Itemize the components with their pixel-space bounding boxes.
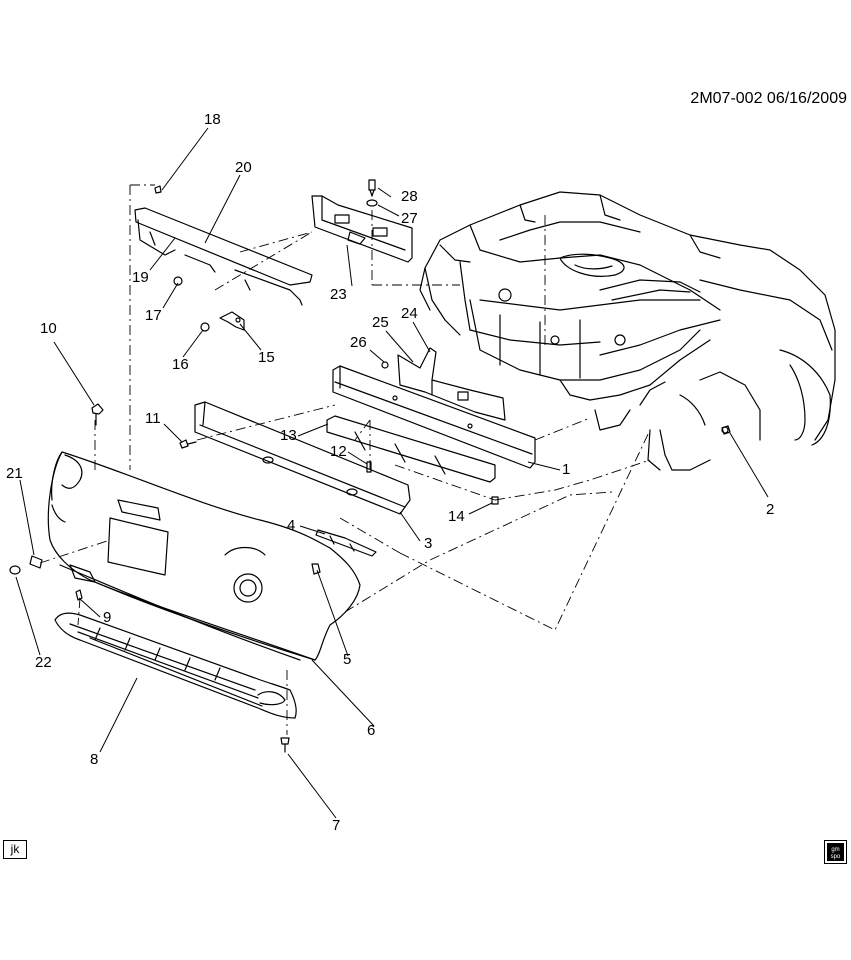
callout-20: 20 bbox=[235, 159, 252, 176]
lower-grille bbox=[54, 612, 297, 719]
callout-1: 1 bbox=[562, 461, 570, 478]
callout-6: 6 bbox=[367, 722, 375, 739]
callout-19: 19 bbox=[132, 269, 149, 286]
vehicle-rear-body bbox=[419, 191, 836, 471]
callout-13: 13 bbox=[280, 427, 297, 444]
callout-8: 8 bbox=[90, 751, 98, 768]
callout-labels: 1 2 3 4 5 6 7 8 9 10 11 12 13 14 15 16 1… bbox=[6, 111, 774, 834]
callout-18: 18 bbox=[204, 111, 221, 128]
callout-25: 25 bbox=[372, 314, 389, 331]
callout-3: 3 bbox=[424, 535, 432, 552]
callout-16: 16 bbox=[172, 356, 189, 373]
alignment-lines bbox=[39, 184, 651, 735]
leader-lines bbox=[15, 127, 769, 819]
energy-absorber bbox=[194, 401, 411, 515]
callout-10: 10 bbox=[40, 320, 57, 337]
callout-9: 9 bbox=[103, 609, 111, 626]
callout-27: 27 bbox=[401, 210, 418, 227]
callout-2: 2 bbox=[766, 501, 774, 518]
logo-text-top: gm bbox=[831, 847, 839, 853]
callout-21: 21 bbox=[6, 465, 23, 482]
callout-12: 12 bbox=[330, 443, 347, 460]
upper-bracket bbox=[311, 195, 413, 263]
bumper-fascia bbox=[47, 451, 361, 661]
callout-24: 24 bbox=[401, 305, 418, 322]
trim-4 bbox=[315, 529, 377, 557]
impact-bar bbox=[332, 365, 536, 469]
callout-28: 28 bbox=[401, 188, 418, 205]
lower-bracket bbox=[326, 415, 496, 483]
fasteners bbox=[9, 179, 731, 753]
callout-5: 5 bbox=[343, 651, 351, 668]
corner-tag: jk bbox=[3, 840, 27, 859]
diagram-header: 2M07-002 06/16/2009 bbox=[690, 90, 847, 107]
callout-23: 23 bbox=[330, 286, 347, 303]
callout-15: 15 bbox=[258, 349, 275, 366]
upper-absorber bbox=[134, 207, 313, 306]
gm-spo-logo: gm spo bbox=[824, 840, 847, 864]
callout-26: 26 bbox=[350, 334, 367, 351]
callout-14: 14 bbox=[448, 508, 465, 525]
callout-22: 22 bbox=[35, 654, 52, 671]
bracket-15 bbox=[219, 311, 245, 331]
callout-7: 7 bbox=[332, 817, 340, 834]
logo-text-bottom: spo bbox=[831, 854, 841, 860]
callout-11: 11 bbox=[145, 410, 161, 427]
callout-4: 4 bbox=[287, 517, 295, 534]
side-bracket bbox=[397, 347, 506, 421]
callout-17: 17 bbox=[145, 307, 162, 324]
